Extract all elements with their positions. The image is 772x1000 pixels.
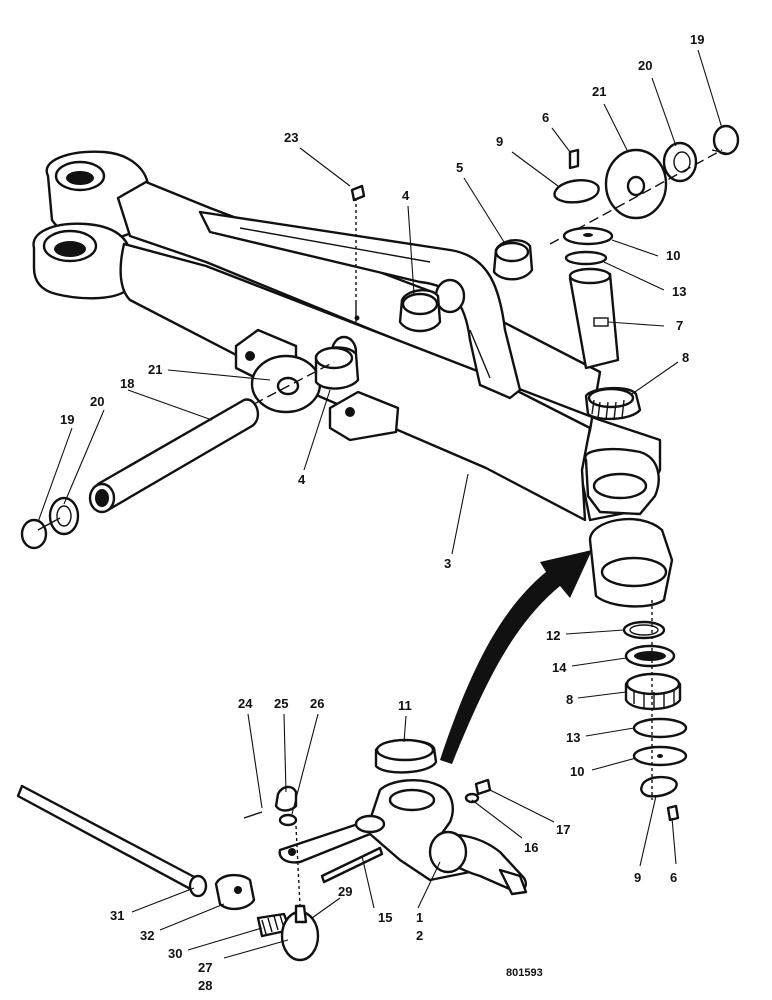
callout-32: 32 (140, 928, 154, 943)
callout-19: 19 (690, 32, 704, 47)
callout-13-lower: 13 (566, 730, 580, 745)
drawing-number: 801593 (506, 967, 543, 979)
callout-13: 13 (672, 284, 686, 299)
callout-28: 28 (198, 978, 212, 993)
left-pivot-pin (20, 346, 360, 550)
callout-17: 17 (556, 822, 570, 837)
callout-9-lower: 9 (634, 870, 641, 885)
callout-16: 16 (524, 840, 538, 855)
callout-26: 26 (310, 696, 324, 711)
callout-29: 29 (338, 884, 352, 899)
callout-20-left: 20 (90, 394, 104, 409)
callout-9: 9 (496, 134, 503, 149)
callout-27: 27 (198, 960, 212, 975)
callout-6-lower: 6 (670, 870, 677, 885)
callout-15: 15 (378, 910, 392, 925)
callout-11: 11 (398, 698, 412, 713)
callout-23: 23 (284, 130, 298, 145)
tie-rod-assembly (16, 784, 320, 962)
callout-18: 18 (120, 376, 134, 391)
upper-kingpin-parts (350, 124, 740, 421)
leader-lines (37, 49, 723, 959)
callout-4-left: 4 (298, 472, 306, 487)
callout-14: 14 (552, 660, 567, 675)
callout-31: 31 (110, 908, 124, 923)
callout-24: 24 (238, 696, 253, 711)
callout-30: 30 (168, 946, 182, 961)
assembly-arrow (440, 550, 592, 764)
callout-6: 6 (542, 110, 549, 125)
callout-19-left: 19 (60, 412, 74, 427)
callout-8-lower: 8 (566, 692, 573, 707)
callout-1: 1 (416, 910, 423, 925)
callout-20: 20 (638, 58, 652, 73)
stub-axle-assembly (278, 738, 528, 896)
callout-25: 25 (274, 696, 288, 711)
callout-5: 5 (456, 160, 463, 175)
callout-7: 7 (676, 318, 683, 333)
callout-21: 21 (592, 84, 606, 99)
lower-kingpin-parts (622, 600, 688, 822)
callout-4: 4 (402, 188, 410, 203)
callout-2: 2 (416, 928, 423, 943)
callout-10: 10 (666, 248, 680, 263)
callout-labels: 19 20 21 6 9 5 23 4 10 13 7 8 21 18 19 2… (60, 32, 704, 993)
callout-12: 12 (546, 628, 560, 643)
callout-3: 3 (444, 556, 451, 571)
callout-21-left: 21 (148, 362, 162, 377)
callout-10-lower: 10 (570, 764, 584, 779)
callout-8: 8 (682, 350, 689, 365)
